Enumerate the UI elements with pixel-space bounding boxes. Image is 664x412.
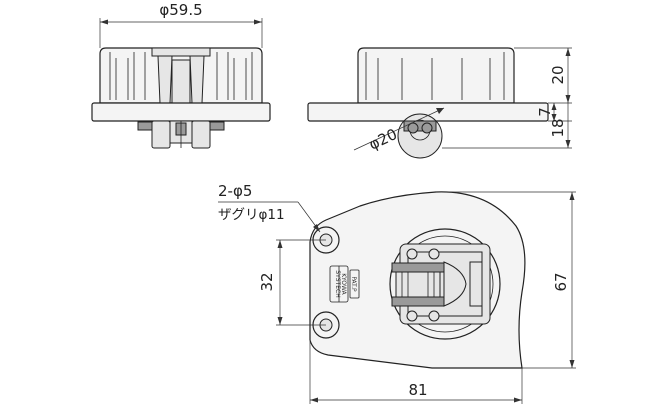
- side-total-height-label: 18: [549, 118, 567, 137]
- plate-width-label: 81: [408, 381, 427, 399]
- front-flange: [91, 102, 271, 122]
- front-ribs: [109, 52, 253, 100]
- front-view: φ59.5: [91, 1, 271, 149]
- wheel-block-bottom: [391, 296, 445, 307]
- front-wheel-housing-left: [151, 120, 171, 149]
- side-upper-body: [357, 47, 515, 104]
- front-yoke-right: [189, 55, 205, 104]
- side-wheel-hub: [403, 120, 437, 132]
- front-yoke-left: [157, 55, 173, 104]
- holes-spec-line2: ザグリφ11: [218, 207, 285, 223]
- wheel-block-top: [391, 262, 445, 273]
- stamp-plate: SYSTECH KYOWA PAT.P: [329, 265, 360, 303]
- holes-spec-line1: 2-φ5: [218, 182, 252, 200]
- side-ribs: [365, 52, 505, 100]
- front-yoke-center: [171, 59, 191, 104]
- side-view: φ20 20 7 18: [307, 47, 572, 159]
- front-axle-right: [209, 121, 225, 131]
- caster-wheel-unit: [389, 228, 501, 340]
- front-width-label: φ59.5: [159, 1, 202, 19]
- side-flange-height-label: 7: [536, 107, 554, 117]
- plate-height-label: 67: [552, 272, 570, 291]
- stamp-maker-line1: SYSTECH: [334, 270, 341, 297]
- front-axle-left: [137, 121, 153, 131]
- front-yoke-top: [151, 47, 211, 57]
- stamp-patent: PAT.P: [350, 276, 357, 292]
- front-wheel-housing-right: [191, 120, 211, 149]
- wheel-diameter-label: φ20: [366, 125, 400, 154]
- stamp-maker-line2: KYOWA: [340, 273, 347, 295]
- plan-view: SYSTECH KYOWA PAT.P 2-φ5 ザグ: [218, 182, 576, 404]
- side-upper-height-label: 20: [549, 65, 567, 84]
- hole-pitch-label: 32: [258, 272, 276, 291]
